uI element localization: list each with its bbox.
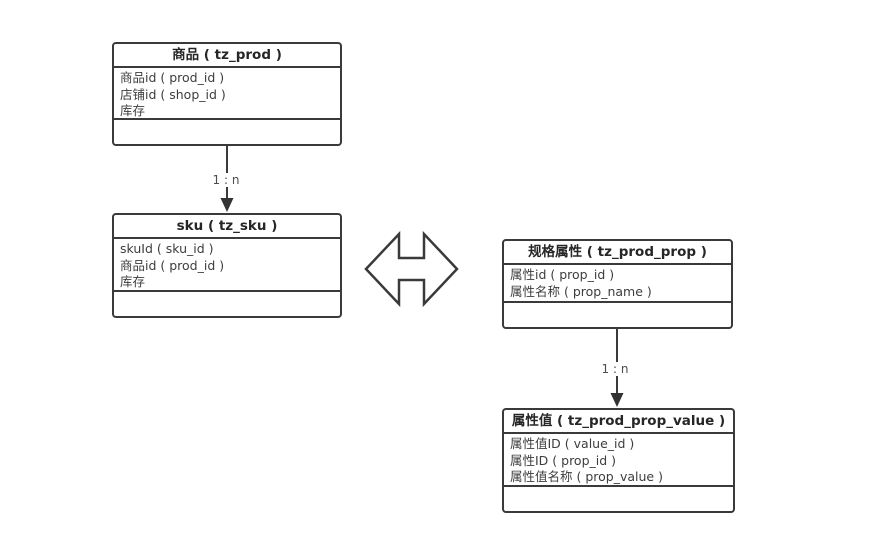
entity-field: 属性id ( prop_id ) [510,267,615,282]
entity-fields: 属性id ( prop_id ) 属性名称 ( prop_name ) [504,265,731,303]
entity-fields: skuId ( sku_id ) 商品id ( prod_id ) 库存 [114,239,340,292]
relationship-label: 1 : n [598,362,632,376]
arrowhead-down-icon [220,198,234,212]
entity-fields: 商品id ( prod_id ) 店铺id ( shop_id ) 库存 [114,68,340,120]
entity-box-prod: 商品 ( tz_prod ) 商品id ( prod_id ) 店铺id ( s… [112,42,342,146]
double-arrow-icon [364,230,459,308]
entity-field: 库存 [120,103,146,118]
entity-field: 店铺id ( shop_id ) [120,86,226,102]
entity-title: 属性值 ( tz_prod_prop_value ) [504,410,733,434]
entity-empty-section [114,292,340,316]
entity-empty-section [504,303,731,327]
entity-box-prop-value: 属性值 ( tz_prod_prop_value ) 属性值ID ( value… [502,408,735,513]
relationship-label: 1 : n [209,173,243,187]
entity-box-sku: sku ( tz_sku ) skuId ( sku_id ) 商品id ( p… [112,213,342,318]
entity-field: skuId ( sku_id ) [120,241,214,256]
entity-field: 商品id ( prod_id ) [120,257,225,273]
entity-fields: 属性值ID ( value_id ) 属性ID ( prop_id ) 属性值名… [504,434,733,487]
entity-title: 规格属性 ( tz_prod_prop ) [504,241,731,265]
entity-field: 商品id ( prod_id ) [120,70,225,85]
entity-field: 属性值名称 ( prop_value ) [510,469,663,484]
arrowhead-down-icon [610,393,624,407]
entity-empty-section [504,487,733,511]
entity-field: 库存 [120,274,146,289]
entity-field: 属性ID ( prop_id ) [510,452,617,468]
entity-field: 属性名称 ( prop_name ) [510,283,652,299]
entity-empty-section [114,120,340,144]
entity-title: 商品 ( tz_prod ) [114,44,340,68]
entity-box-prop: 规格属性 ( tz_prod_prop ) 属性id ( prop_id ) 属… [502,239,733,329]
entity-field: 属性值ID ( value_id ) [510,436,635,451]
entity-title: sku ( tz_sku ) [114,215,340,239]
